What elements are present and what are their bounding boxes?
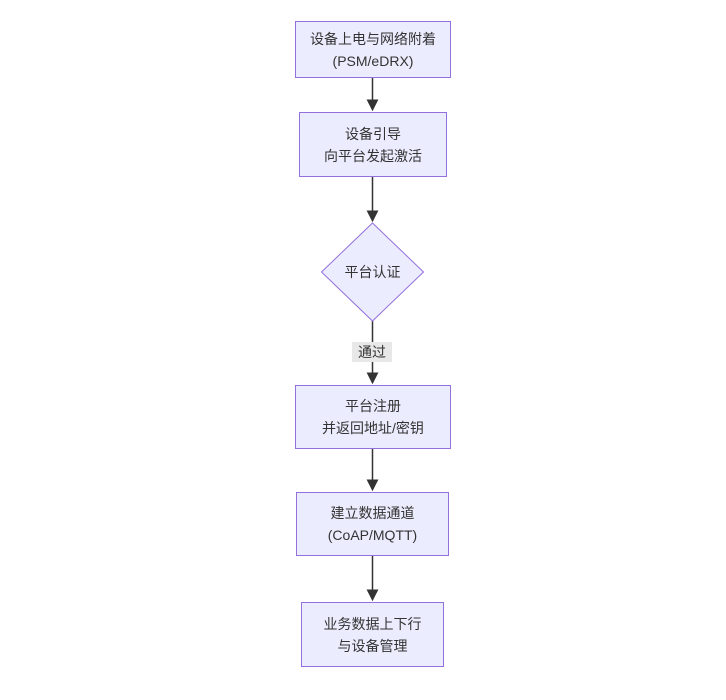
node-register-line1: 平台注册: [345, 398, 401, 414]
node-bootstrap-line1: 设备引导: [345, 125, 401, 142]
node-data-channel-line2: (CoAP/MQTT): [327, 527, 418, 543]
node-bootstrap: 设备引导 向平台发起激活: [299, 112, 447, 177]
node-platform-auth-label: 平台认证: [344, 264, 401, 280]
node-business: 业务数据上下行 与设备管理: [301, 602, 444, 667]
node-business-line2: 与设备管理: [337, 637, 408, 654]
node-data-channel: 建立数据通道 (CoAP/MQTT): [296, 492, 449, 556]
node-bootstrap-line2: 向平台发起激活: [324, 147, 422, 164]
node-data-channel-line1: 建立数据通道: [330, 505, 415, 521]
node-power-attach: 设备上电与网络附着 (PSM/eDRX): [295, 21, 451, 78]
edge-label-pass: 通过: [352, 342, 392, 362]
node-register-line2: 并返回地址/密钥: [322, 420, 424, 436]
node-power-attach-line1: 设备上电与网络附着: [310, 30, 436, 47]
node-register: 平台注册 并返回地址/密钥: [295, 385, 451, 449]
node-power-attach-line2: (PSM/eDRX): [332, 52, 414, 69]
decision-diamond-shape: [320, 222, 425, 322]
node-business-line1: 业务数据上下行: [323, 615, 422, 632]
